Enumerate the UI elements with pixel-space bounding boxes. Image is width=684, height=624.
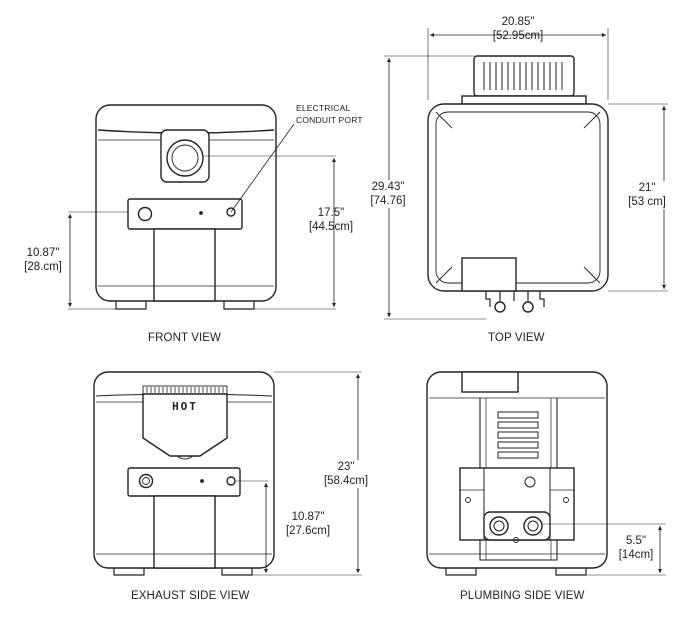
front-port-plate: [127, 198, 243, 230]
front-height-cm: [44.5cm]: [308, 221, 354, 233]
plumbing-port-height-in: 5.5": [625, 535, 647, 547]
top-overall-depth-cm: [74.76]: [370, 195, 406, 207]
exhaust-grille: [142, 385, 228, 395]
hot-label: HOT: [172, 400, 198, 413]
top-plumbing-block: [461, 257, 517, 292]
front-port-height-in: 10.87": [26, 247, 60, 259]
exhaust-height-in: 23": [337, 461, 355, 473]
top-overall-depth-label: 29.43" [74.76]: [362, 180, 414, 208]
top-view-drawing: [384, 28, 668, 320]
front-port-height-cm: [28.cm]: [24, 261, 62, 273]
plumbing-outlet: [523, 516, 543, 536]
exhaust-view-drawing: [93, 371, 362, 576]
front-height-label: 17.5" [44.5cm]: [300, 206, 362, 234]
electrical-callout-line1: ELECTRICAL: [296, 103, 351, 113]
front-view-drawing: [68, 104, 336, 310]
plumbing-louvers: [497, 411, 539, 459]
front-view-title: FRONT VIEW: [148, 332, 221, 344]
exhaust-base-column: [153, 495, 216, 569]
top-fittings: [485, 291, 545, 307]
plumbing-feet: [445, 568, 587, 576]
exhaust-height-label: 23" [58.4cm]: [318, 460, 374, 488]
electrical-callout: ELECTRICAL CONDUIT PORT: [296, 102, 363, 126]
exhaust-port-height-cm: [27.6cm]: [285, 525, 331, 537]
exhaust-view-title: EXHAUST SIDE VIEW: [131, 590, 250, 602]
front-height-in: 17.5": [317, 207, 345, 219]
exhaust-hood: [142, 393, 228, 457]
plumbing-inlet: [489, 516, 509, 536]
top-width-label: 20.85" [52.95cm]: [482, 15, 554, 43]
top-width-cm: [52.95cm]: [492, 30, 544, 42]
exhaust-height-cm: [58.4cm]: [323, 475, 369, 487]
plumbing-view-drawing: [426, 371, 666, 576]
top-view-title: TOP VIEW: [488, 332, 545, 344]
exhaust-port-height-label: 10.87" [27.6cm]: [279, 510, 337, 538]
front-feet: [115, 301, 255, 310]
top-vent-grille: [473, 55, 575, 97]
top-collar: [461, 95, 587, 105]
electrical-callout-line2: CONDUIT PORT: [296, 115, 363, 125]
plumbing-port-height-label: 5.5" [14cm]: [614, 534, 658, 562]
top-body-depth-label: 21" [53 cm]: [620, 181, 674, 209]
plumbing-top-block: [461, 371, 519, 393]
plumbing-view-title: PLUMBING SIDE VIEW: [460, 590, 585, 602]
top-width-in: 20.85": [501, 16, 535, 28]
front-base-column: [153, 228, 216, 302]
front-port-height-label: 10.87" [28.cm]: [18, 246, 68, 274]
exhaust-feet: [113, 568, 253, 576]
top-overall-depth-in: 29.43": [371, 181, 405, 193]
top-body: [427, 103, 609, 292]
top-body-depth-cm: [53 cm]: [628, 196, 666, 208]
exhaust-port-height-in: 10.87": [291, 511, 325, 523]
top-body-depth-in: 21": [638, 182, 656, 194]
electrical-leader: [230, 123, 295, 213]
exhaust-port-plate: [127, 467, 241, 497]
plumbing-port-height-cm: [14cm]: [618, 549, 654, 561]
